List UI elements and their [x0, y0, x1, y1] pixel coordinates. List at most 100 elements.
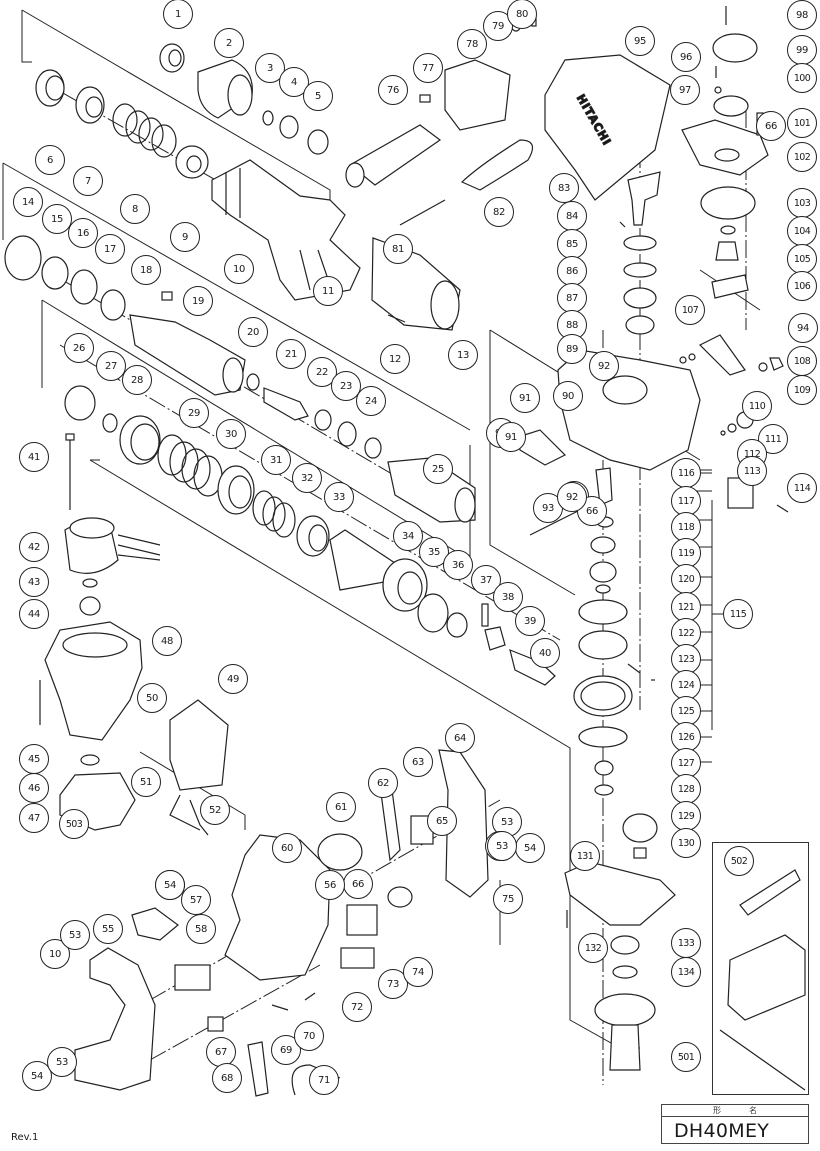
callout-part-42[interactable]: 42 [19, 532, 49, 562]
callout-part-45[interactable]: 45 [19, 744, 49, 774]
callout-part-27[interactable]: 27 [96, 351, 126, 381]
callout-part-38[interactable]: 38 [493, 582, 523, 612]
callout-part-77[interactable]: 77 [413, 53, 443, 83]
callout-part-18[interactable]: 18 [131, 255, 161, 285]
callout-part-82[interactable]: 82 [484, 197, 514, 227]
callout-part-22[interactable]: 22 [307, 357, 337, 387]
callout-part-70[interactable]: 70 [294, 1021, 324, 1051]
callout-part-44[interactable]: 44 [19, 599, 49, 629]
callout-part-89[interactable]: 89 [557, 334, 587, 364]
callout-part-108[interactable]: 108 [787, 346, 817, 376]
callout-part-90[interactable]: 90 [553, 381, 583, 411]
callout-part-25[interactable]: 25 [423, 454, 453, 484]
callout-part-132[interactable]: 132 [578, 933, 608, 963]
callout-part-7[interactable]: 7 [73, 166, 103, 196]
callout-part-119[interactable]: 119 [671, 538, 701, 568]
callout-part-67[interactable]: 67 [206, 1037, 236, 1067]
callout-part-78[interactable]: 78 [457, 29, 487, 59]
callout-part-54[interactable]: 54 [22, 1061, 52, 1091]
callout-part-17[interactable]: 17 [95, 234, 125, 264]
callout-part-106[interactable]: 106 [787, 271, 817, 301]
callout-part-74[interactable]: 74 [403, 957, 433, 987]
callout-part-75[interactable]: 75 [493, 884, 523, 914]
callout-part-114[interactable]: 114 [787, 473, 817, 503]
callout-part-102[interactable]: 102 [787, 142, 817, 172]
callout-part-72[interactable]: 72 [342, 992, 372, 1022]
callout-part-64[interactable]: 64 [445, 723, 475, 753]
callout-part-86[interactable]: 86 [557, 256, 587, 286]
callout-part-120[interactable]: 120 [671, 564, 701, 594]
callout-part-118[interactable]: 118 [671, 512, 701, 542]
callout-part-134[interactable]: 134 [671, 957, 701, 987]
callout-part-26[interactable]: 26 [64, 333, 94, 363]
callout-part-130[interactable]: 130 [671, 828, 701, 858]
callout-part-21[interactable]: 21 [276, 339, 306, 369]
callout-part-96[interactable]: 96 [671, 42, 701, 72]
callout-part-503[interactable]: 503 [59, 809, 89, 839]
callout-part-24[interactable]: 24 [356, 386, 386, 416]
callout-part-80[interactable]: 80 [507, 0, 537, 29]
callout-part-91[interactable]: 91 [510, 383, 540, 413]
callout-part-13[interactable]: 13 [448, 340, 478, 370]
callout-part-52[interactable]: 52 [200, 795, 230, 825]
callout-part-34[interactable]: 34 [393, 521, 423, 551]
callout-part-49[interactable]: 49 [218, 664, 248, 694]
callout-part-84[interactable]: 84 [557, 201, 587, 231]
callout-part-113[interactable]: 113 [737, 456, 767, 486]
callout-part-50[interactable]: 50 [137, 683, 167, 713]
callout-part-116[interactable]: 116 [671, 458, 701, 488]
callout-part-91[interactable]: 91 [496, 422, 526, 452]
callout-part-76[interactable]: 76 [378, 75, 408, 105]
callout-part-39[interactable]: 39 [515, 606, 545, 636]
callout-part-1[interactable]: 1 [163, 0, 193, 29]
callout-part-58[interactable]: 58 [186, 914, 216, 944]
callout-part-9[interactable]: 9 [170, 222, 200, 252]
callout-part-115[interactable]: 115 [723, 599, 753, 629]
callout-part-105[interactable]: 105 [787, 244, 817, 274]
callout-part-6[interactable]: 6 [35, 145, 65, 175]
callout-part-92[interactable]: 92 [557, 482, 587, 512]
callout-part-40[interactable]: 40 [530, 638, 560, 668]
callout-part-10[interactable]: 10 [224, 254, 254, 284]
callout-part-11[interactable]: 11 [313, 276, 343, 306]
callout-part-110[interactable]: 110 [742, 391, 772, 421]
callout-part-57[interactable]: 57 [181, 885, 211, 915]
callout-part-95[interactable]: 95 [625, 26, 655, 56]
callout-part-61[interactable]: 61 [326, 792, 356, 822]
callout-part-48[interactable]: 48 [152, 626, 182, 656]
callout-part-5[interactable]: 5 [303, 81, 333, 111]
callout-part-501[interactable]: 501 [671, 1042, 701, 1072]
callout-part-97[interactable]: 97 [670, 75, 700, 105]
callout-part-55[interactable]: 55 [93, 914, 123, 944]
callout-part-46[interactable]: 46 [19, 773, 49, 803]
callout-part-15[interactable]: 15 [42, 204, 72, 234]
callout-part-127[interactable]: 127 [671, 748, 701, 778]
callout-part-109[interactable]: 109 [787, 375, 817, 405]
callout-part-79[interactable]: 79 [483, 11, 513, 41]
callout-part-14[interactable]: 14 [13, 187, 43, 217]
callout-part-54[interactable]: 54 [515, 833, 545, 863]
callout-part-56[interactable]: 56 [315, 870, 345, 900]
callout-part-87[interactable]: 87 [557, 283, 587, 313]
callout-part-29[interactable]: 29 [179, 398, 209, 428]
callout-part-502[interactable]: 502 [724, 846, 754, 876]
callout-part-117[interactable]: 117 [671, 486, 701, 516]
callout-part-121[interactable]: 121 [671, 592, 701, 622]
callout-part-68[interactable]: 68 [212, 1063, 242, 1093]
callout-part-71[interactable]: 71 [309, 1065, 339, 1095]
callout-part-65[interactable]: 65 [427, 806, 457, 836]
callout-part-20[interactable]: 20 [238, 317, 268, 347]
callout-part-36[interactable]: 36 [443, 550, 473, 580]
callout-part-47[interactable]: 47 [19, 803, 49, 833]
callout-part-107[interactable]: 107 [675, 295, 705, 325]
callout-part-60[interactable]: 60 [272, 833, 302, 863]
callout-part-33[interactable]: 33 [324, 482, 354, 512]
callout-part-85[interactable]: 85 [557, 229, 587, 259]
callout-part-92[interactable]: 92 [589, 351, 619, 381]
callout-part-66[interactable]: 66 [756, 111, 786, 141]
callout-part-2[interactable]: 2 [214, 28, 244, 58]
callout-part-51[interactable]: 51 [131, 767, 161, 797]
callout-part-28[interactable]: 28 [122, 365, 152, 395]
callout-part-32[interactable]: 32 [292, 463, 322, 493]
callout-part-19[interactable]: 19 [183, 286, 213, 316]
